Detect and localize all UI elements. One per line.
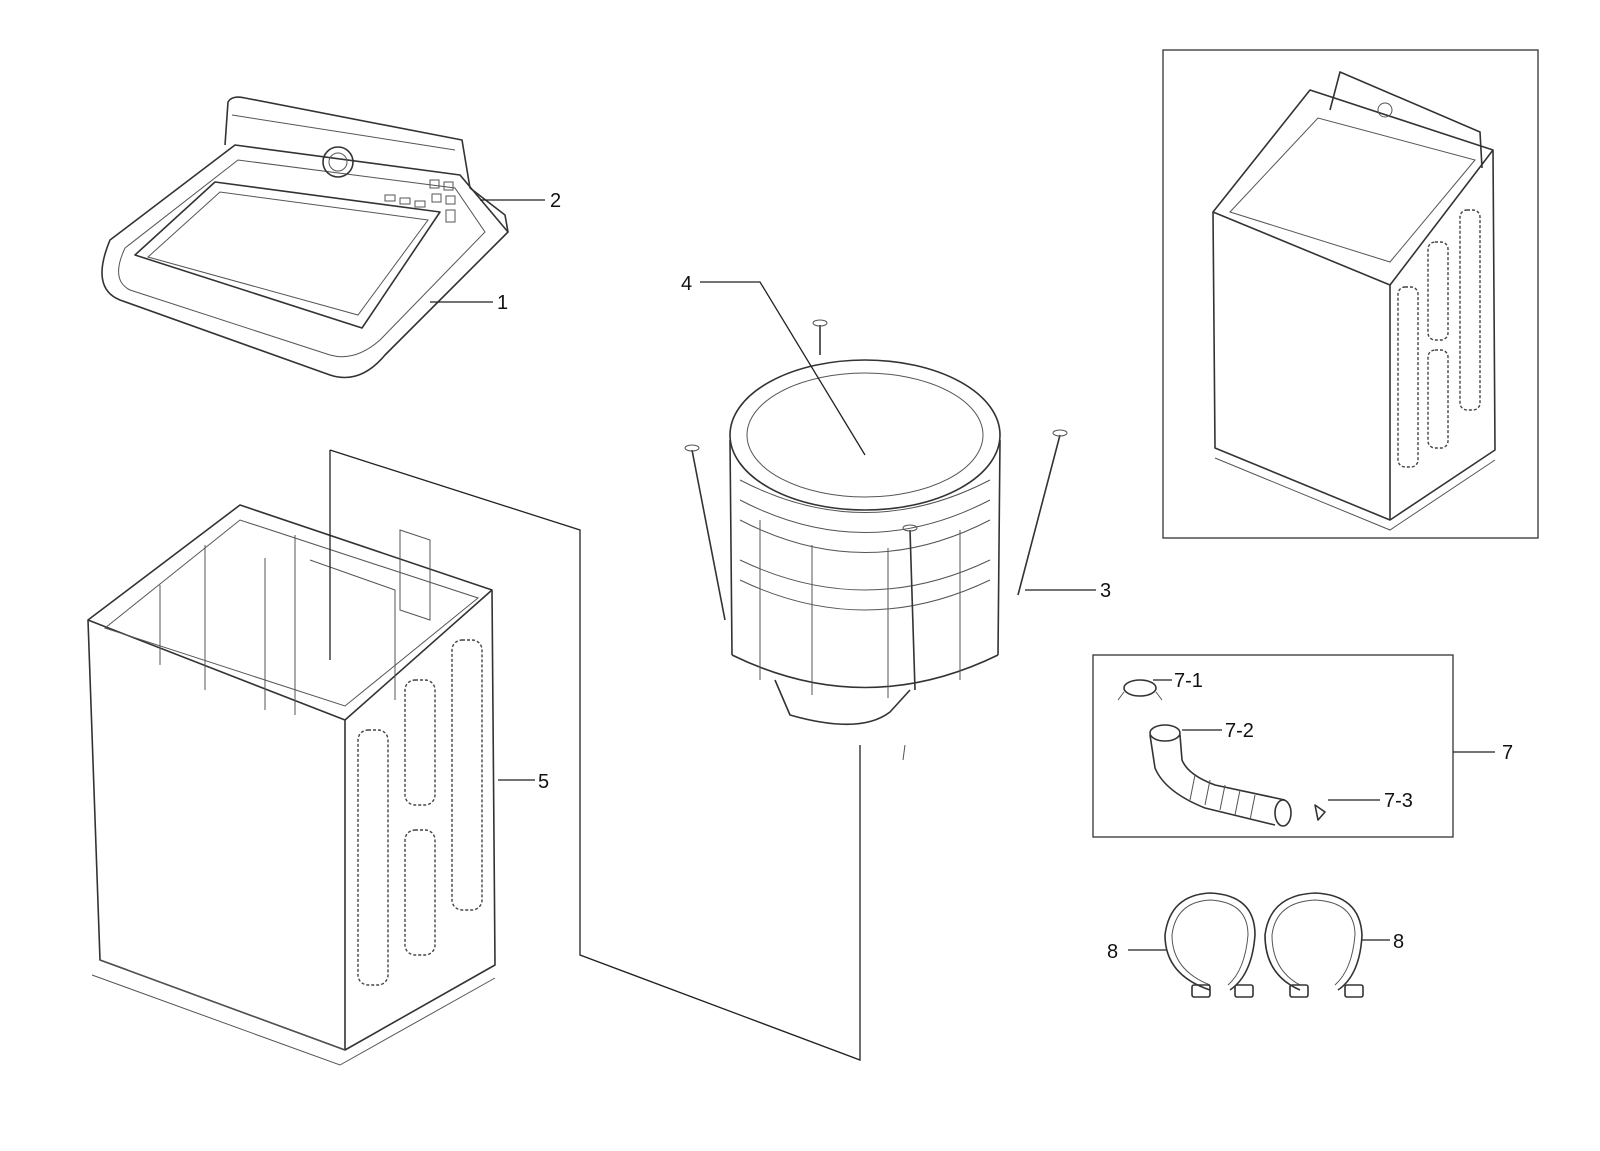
assembled-view-frame (1162, 49, 1539, 539)
callout-4: 4 (681, 273, 692, 295)
inlet-hose-right (1264, 892, 1364, 998)
top-cover-assembly (101, 96, 509, 379)
callout-7-2: 7-2 (1225, 720, 1254, 742)
callout-8-right: 8 (1393, 931, 1404, 953)
callout-3: 3 (1100, 580, 1111, 602)
inlet-hose-left (1164, 892, 1256, 998)
drain-kit-frame (1092, 654, 1454, 838)
callout-8-left: 8 (1107, 941, 1118, 963)
tub-assembly (684, 319, 1068, 761)
callout-7: 7 (1502, 742, 1513, 764)
leader-4 (700, 281, 866, 456)
control-buttons (384, 179, 456, 223)
callout-7-1: 7-1 (1174, 670, 1203, 692)
assembly-guide-path (329, 449, 861, 1061)
callout-7-3: 7-3 (1384, 790, 1413, 812)
callout-1: 1 (497, 292, 508, 314)
callout-2: 2 (550, 190, 561, 212)
drain-kit (1117, 679, 1326, 827)
cabinet-assembly (87, 504, 496, 1066)
assembled-washer (1212, 71, 1496, 531)
callout-5: 5 (538, 771, 549, 793)
